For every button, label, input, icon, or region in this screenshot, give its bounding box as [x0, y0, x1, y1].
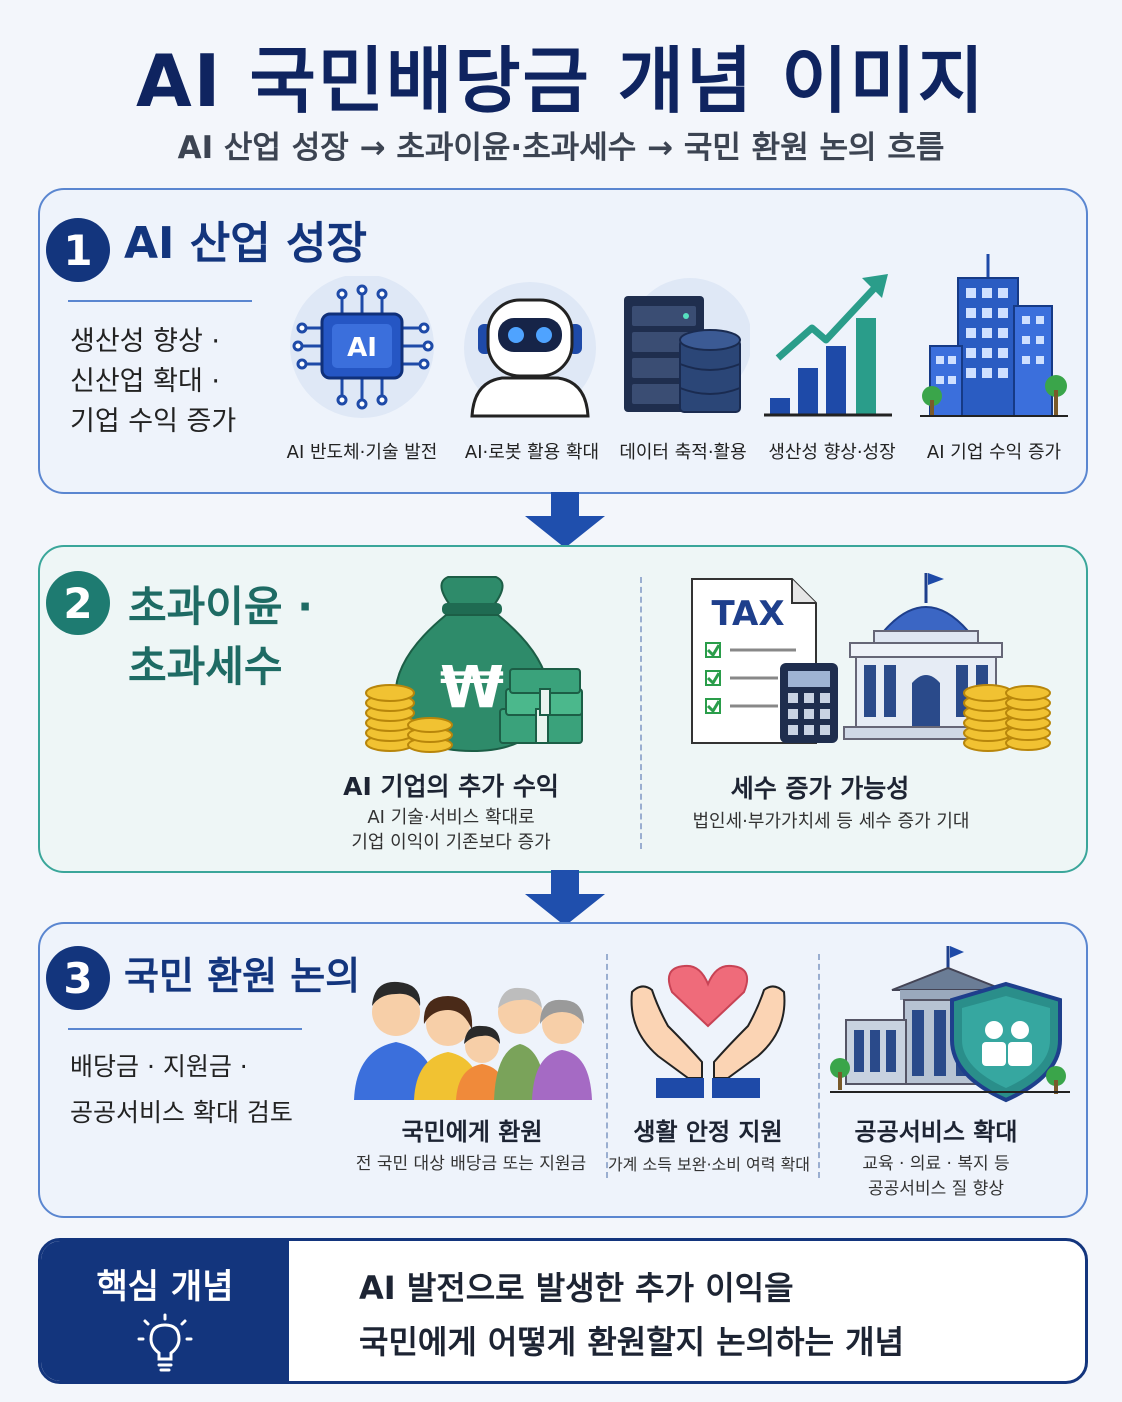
subsection-heading: AI 기업의 추가 수익	[343, 772, 559, 801]
growth-chart-icon	[764, 270, 894, 420]
section-excess-profit-tax: 2 초과이윤 · 초과세수 ₩ AI 기업의 추가 수익	[38, 545, 1088, 873]
column-divider	[606, 954, 608, 1178]
flow-arrow-down-icon	[525, 870, 605, 926]
description-line: 가계 소득 보완·소비 여력 확대	[607, 1155, 811, 1174]
robot-icon	[460, 282, 600, 422]
lightbulb-icon	[137, 1313, 193, 1372]
svg-text:AI: AI	[347, 333, 377, 363]
section-title-line: 초과세수	[128, 642, 283, 691]
tax-label: TAX	[711, 594, 784, 634]
subsection-description: AI 기술·서비스 확대로 기업 이익이 기존보다 증가	[306, 805, 596, 855]
core-concept-box: 핵심 개념 AI 발전으로 발생한 추가 이익을 국민에게 어떻게 환원할지 논…	[38, 1238, 1088, 1384]
item-heading: 생활 안정 지원	[633, 1118, 783, 1146]
office-buildings-icon	[920, 250, 1068, 420]
section-summary: 배당금 · 지원금 · 공공서비스 확대 검토	[70, 1044, 293, 1136]
subsection-description: 법인세·부가가치세 등 세수 증가 기대	[672, 809, 990, 834]
item-label: AI·로봇 활용 확대	[464, 442, 600, 463]
section-title: 국민 환원 논의	[124, 954, 361, 998]
section-divider	[68, 1028, 302, 1030]
core-concept-line: AI 발전으로 발생한 추가 이익을	[359, 1269, 794, 1307]
item-heading: 국민에게 환원	[401, 1118, 543, 1146]
item-description: 교육 · 의료 · 복지 등 공공서비스 질 향상	[836, 1152, 1036, 1202]
description-line: 법인세·부가가치세 등 세수 증가 기대	[692, 811, 970, 832]
summary-line: 생산성 향상 ·	[70, 326, 220, 357]
summary-line: 신산업 확대 ·	[70, 366, 220, 397]
item-description: 가계 소득 보완·소비 여력 확대	[606, 1152, 812, 1177]
section-number-badge: 3	[46, 946, 110, 1010]
subsection-heading: 세수 증가 가능성	[730, 774, 910, 803]
item-heading: 공공서비스 확대	[854, 1118, 1018, 1146]
summary-line: 기업 수익 증가	[70, 406, 237, 437]
section-number-badge: 2	[46, 571, 110, 635]
section-summary: 생산성 향상 · 신산업 확대 · 기업 수익 증가	[70, 322, 236, 442]
section-ai-industry-growth: 1 AI 산업 성장 생산성 향상 · 신산업 확대 · 기업 수익 증가 AI…	[38, 188, 1088, 494]
money-bag-won-icon: ₩	[360, 569, 586, 755]
section-number-badge: 1	[46, 218, 110, 282]
won-symbol: ₩	[440, 653, 504, 721]
description-line: 전 국민 대상 배당금 또는 지원금	[355, 1154, 587, 1174]
description-line: 교육 · 의료 · 복지 등	[862, 1154, 1010, 1174]
description-line: 공공서비스 질 향상	[868, 1179, 1004, 1199]
flow-arrow-down-icon	[525, 492, 605, 548]
item-description: 전 국민 대상 배당금 또는 지원금	[332, 1152, 610, 1177]
description-line: 기업 이익이 기존보다 증가	[351, 832, 551, 853]
description-line: AI 기술·서비스 확대로	[367, 807, 535, 828]
ai-chip-icon: AI	[284, 274, 440, 422]
page-title: AI 국민배당금 개념 이미지	[135, 39, 987, 123]
server-database-icon	[620, 276, 752, 416]
core-concept-label-panel: 핵심 개념	[41, 1241, 289, 1381]
item-label: 생산성 향상·성장	[768, 442, 896, 463]
core-concept-line: 국민에게 어떻게 환원할지 논의하는 개념	[359, 1323, 905, 1361]
tax-document-government-icon: TAX	[688, 567, 1052, 753]
column-divider	[818, 954, 820, 1178]
family-icon	[352, 954, 594, 1104]
core-concept-label: 핵심 개념	[96, 1267, 234, 1307]
page-subtitle: AI 산업 성장 → 초과이윤·초과세수 → 국민 환원 논의 흐름	[177, 130, 945, 166]
summary-line: 배당금 · 지원금 ·	[70, 1052, 248, 1081]
section-title: AI 산업 성장	[124, 218, 367, 269]
hands-heart-icon	[628, 960, 788, 1102]
item-label: AI 반도체·기술 발전	[286, 442, 438, 463]
section-divider	[68, 300, 252, 302]
summary-line: 공공서비스 확대 검토	[70, 1098, 293, 1127]
section-title-line: 초과이윤 ·	[128, 582, 314, 631]
item-label: AI 기업 수익 증가	[926, 442, 1062, 463]
section-public-return: 3 국민 환원 논의 배당금 · 지원금 · 공공서비스 확대 검토 국민에게 …	[38, 922, 1088, 1218]
public-building-shield-icon	[830, 944, 1070, 1104]
section-title: 초과이윤 · 초과세수	[128, 577, 313, 697]
column-divider	[640, 577, 642, 849]
item-label: 데이터 축적·활용	[619, 442, 747, 463]
